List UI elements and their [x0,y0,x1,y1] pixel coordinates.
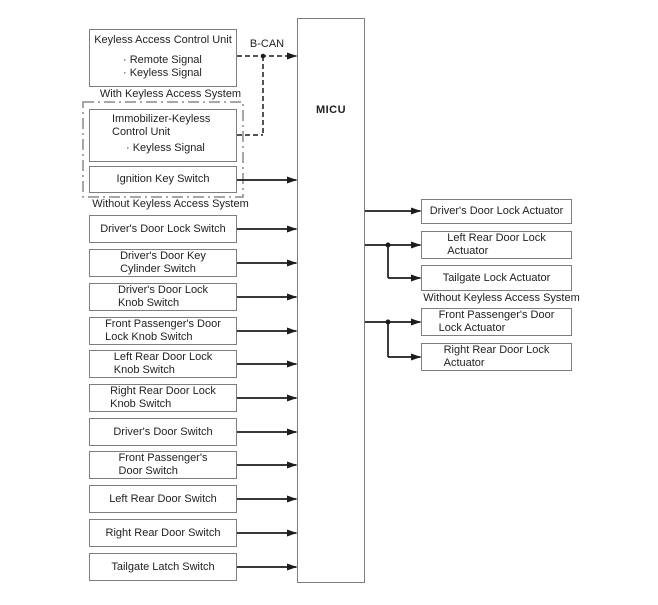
switch-label: Driver's Door Key Cylinder Switch [120,250,206,275]
box-drivers-door-key-cylinder-switch: Driver's Door Key Cylinder Switch [89,249,237,277]
box-ignition-key-switch: Ignition Key Switch [89,166,237,193]
box-right-rear-door-lock-actuator: Right Rear Door Lock Actuator [421,343,572,371]
immobilizer-box-title: Immobilizer-Keyless Control Unit [112,113,211,138]
bcan-label: B-CAN [249,38,285,50]
bcan-junction-dot [260,53,266,59]
switch-label: Front Passenger's Door Switch [118,452,208,477]
box-tailgate-latch-switch: Tailgate Latch Switch [89,553,237,581]
box-left-rear-door-lock-knob-switch: Left Rear Door Lock Knob Switch [89,350,237,378]
branch-dot-2 [385,319,391,325]
switch-label: Right Rear Door Switch [105,526,221,539]
branch-dot-1 [385,242,391,248]
box-right-rear-door-switch: Right Rear Door Switch [89,519,237,547]
switch-label: Driver's Door Lock Switch [100,222,226,235]
switch-label: Driver's Door Switch [113,425,213,438]
keyless-box-signals: · Remote Signal · Keyless Signal [123,54,202,79]
box-drivers-door-switch: Driver's Door Switch [89,418,237,446]
without-keyless-access-system-label-right: Without Keyless Access System [423,292,580,304]
keyless-box-title: Keyless Access Control Unit [94,34,232,46]
switch-label: Left Rear Door Lock Knob Switch [113,351,213,376]
with-keyless-access-system-label: With Keyless Access System [99,88,242,100]
actuator-label: Tailgate Lock Actuator [442,271,551,284]
box-drivers-door-lock-actuator: Driver's Door Lock Actuator [421,199,572,224]
ignition-key-switch-label: Ignition Key Switch [116,173,210,185]
box-drivers-door-lock-knob-switch: Driver's Door Lock Knob Switch [89,283,237,311]
actuator-label: Front Passenger's Door Lock Actuator [438,309,555,334]
without-keyless-access-system-label-left: Without Keyless Access System [92,198,249,210]
switch-label: Driver's Door Lock Knob Switch [117,284,209,309]
switch-label: Right Rear Door Lock Knob Switch [110,385,216,410]
switch-label: Front Passenger's Door Lock Knob Switch [105,318,221,343]
box-micu: MICU [297,18,365,583]
micu-label: MICU [315,104,347,116]
box-drivers-door-lock-switch: Driver's Door Lock Switch [89,215,237,243]
switch-label: Tailgate Latch Switch [111,560,215,573]
box-tailgate-lock-actuator: Tailgate Lock Actuator [421,265,572,291]
box-front-passengers-door-lock-knob-switch: Front Passenger's Door Lock Knob Switch [89,317,237,345]
switch-label: Left Rear Door Switch [109,492,217,505]
actuator-label: Left Rear Door Lock Actuator [447,232,546,257]
box-left-rear-door-lock-actuator: Left Rear Door Lock Actuator [421,231,572,259]
box-right-rear-door-lock-knob-switch: Right Rear Door Lock Knob Switch [89,384,237,412]
immobilizer-box-signals: · Keyless Signal [126,142,205,154]
box-left-rear-door-switch: Left Rear Door Switch [89,485,237,513]
actuator-label: Driver's Door Lock Actuator [429,205,564,217]
box-front-passengers-door-switch: Front Passenger's Door Switch [89,451,237,479]
box-immobilizer-keyless-control-unit: Immobilizer-Keyless Control Unit · Keyle… [89,109,237,162]
actuator-label: Right Rear Door Lock Actuator [443,344,550,369]
box-front-passengers-door-lock-actuator: Front Passenger's Door Lock Actuator [421,308,572,336]
box-keyless-access-control-unit: Keyless Access Control Unit · Remote Sig… [89,29,237,87]
